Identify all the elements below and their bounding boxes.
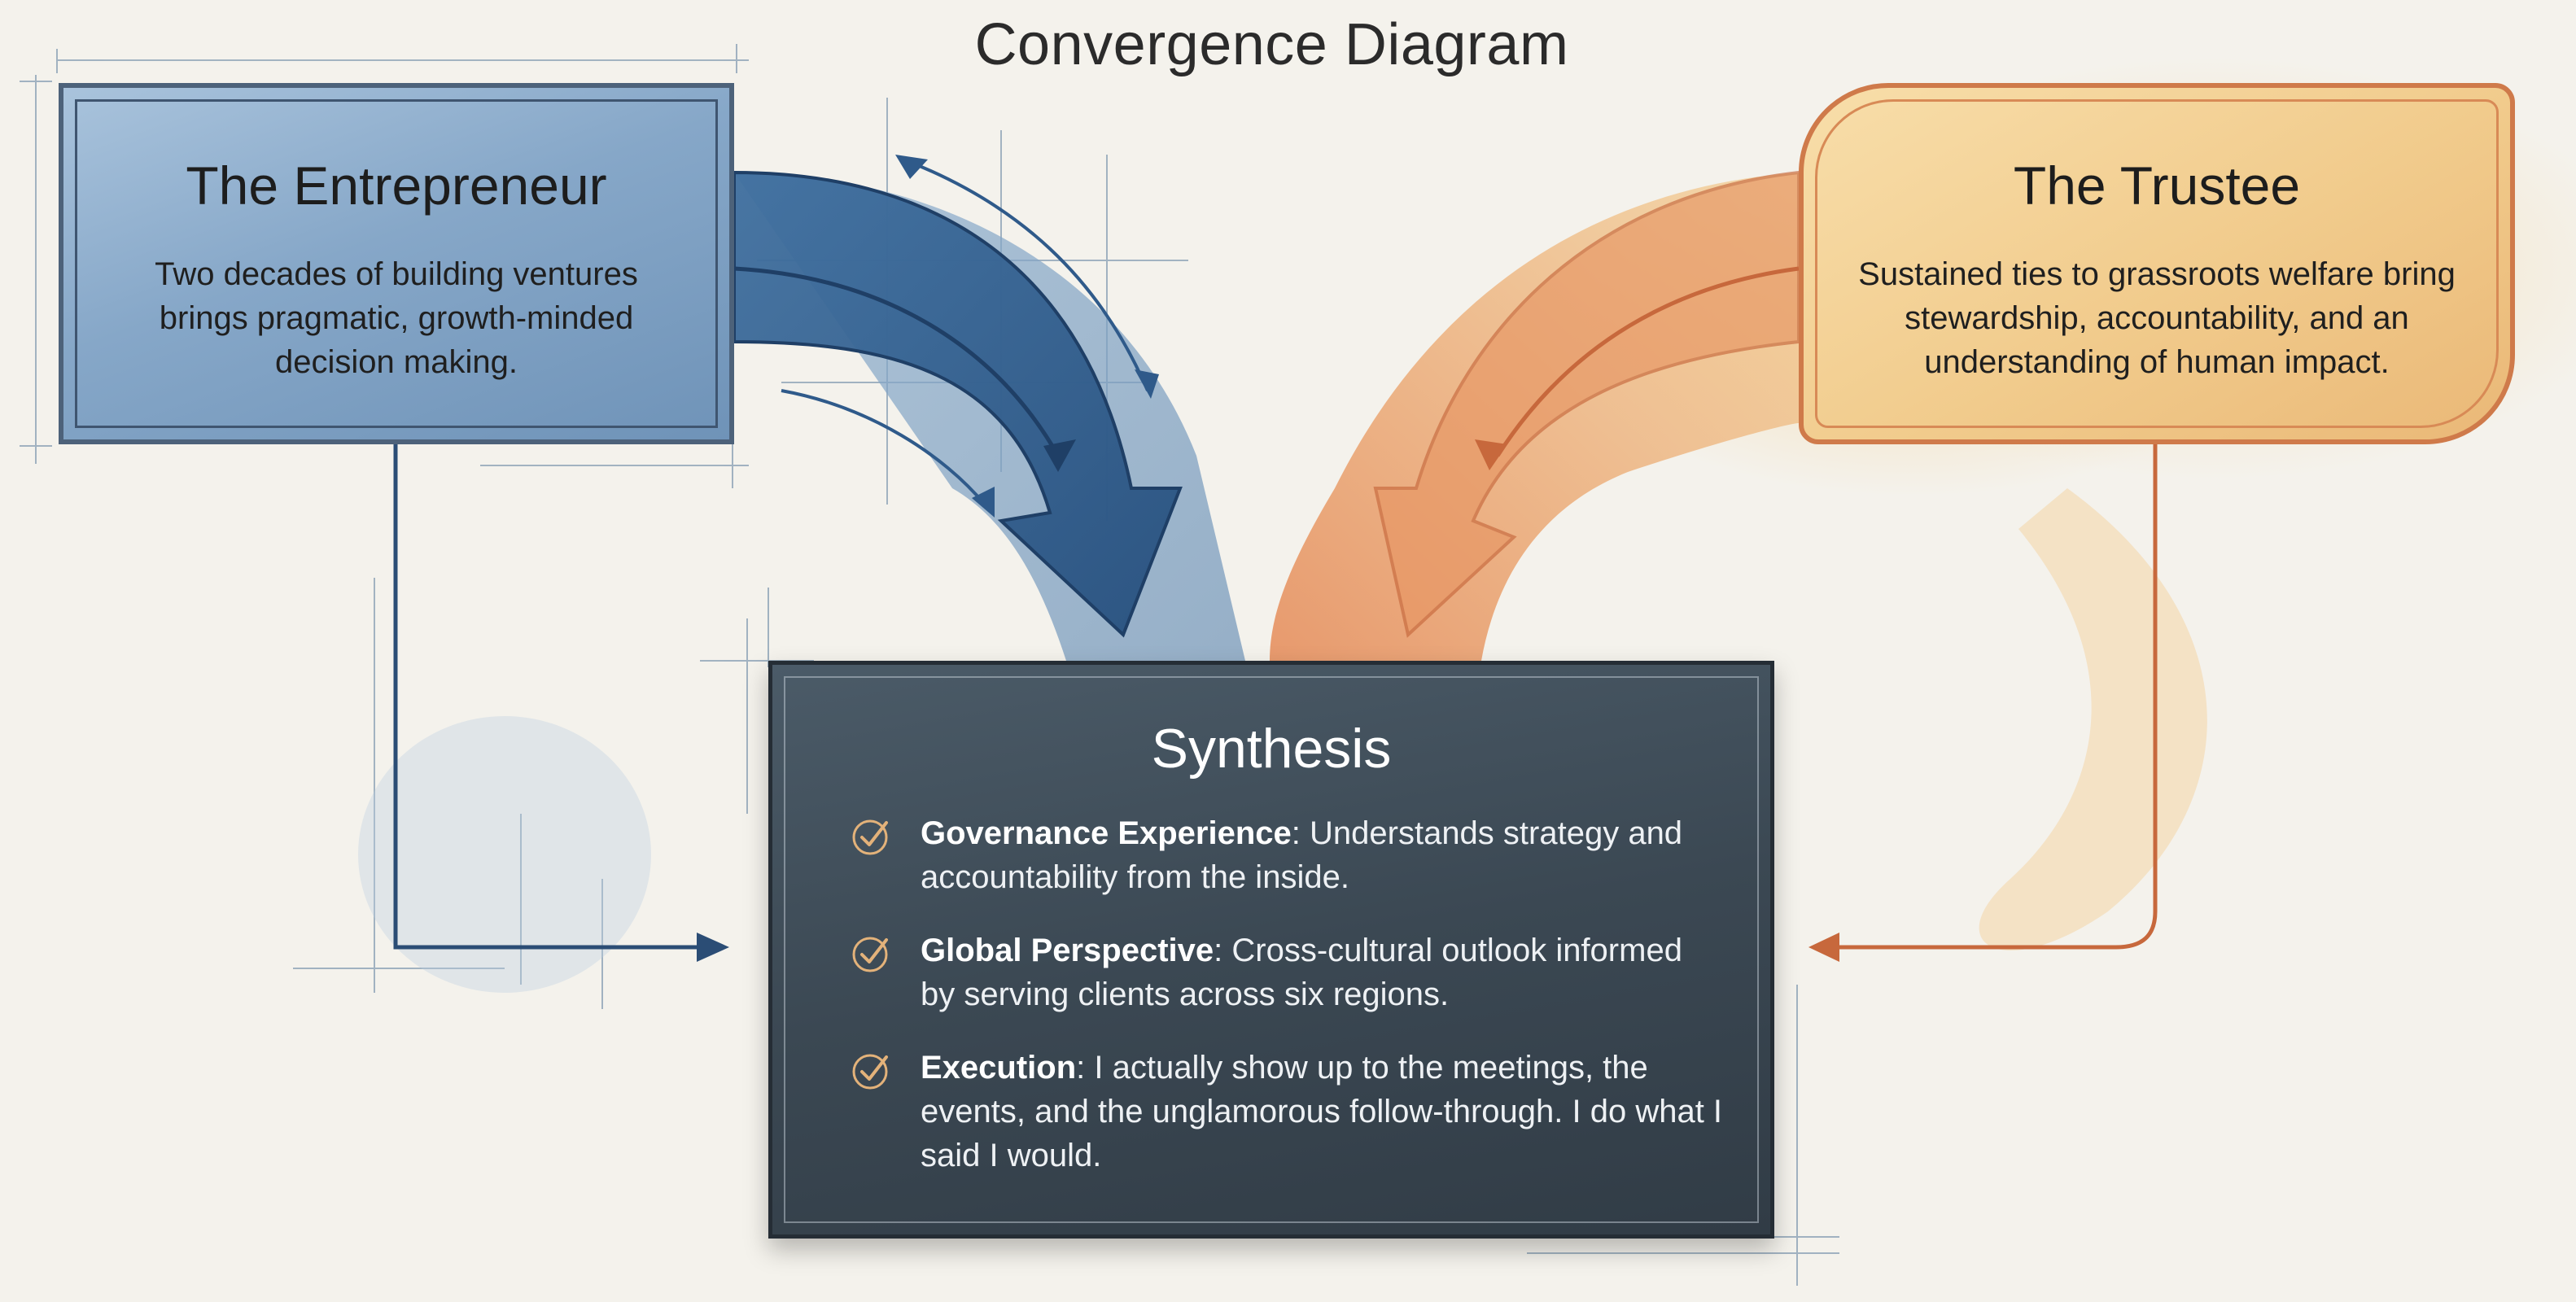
point-text: : I actually show up to the meetings, th…: [921, 1050, 1723, 1173]
synthesis-title: Synthesis: [1151, 718, 1392, 780]
check-circle-icon: [852, 1054, 888, 1090]
trustee-description: Sustained ties to grassroots welfare bri…: [1858, 256, 2456, 380]
synthesis-card: Synthesis Governance Experience: Underst…: [768, 661, 1774, 1239]
synthesis-points: Governance Experience: Understands strat…: [846, 811, 1725, 1207]
check-circle-icon: [852, 819, 888, 855]
point-label: Governance Experience: [921, 815, 1292, 851]
entrepreneur-description: Two decades of building ventures brings …: [155, 256, 638, 380]
diagram-title: Convergence Diagram: [974, 12, 1569, 77]
entrepreneur-connector: [393, 444, 729, 962]
trustee-card: The Trustee Sustained ties to grassroots…: [1799, 83, 2515, 444]
trustee-connector: [1808, 444, 2158, 962]
blue-wash: [358, 716, 651, 993]
trustee-title: The Trustee: [2013, 155, 2301, 216]
point-text: : Cross-cultural outlook informed by ser…: [921, 933, 1682, 1012]
synthesis-point-global: Global Perspective: Cross-cultural outlo…: [846, 928, 1725, 1016]
trustee-flow-arrows: [1270, 170, 1800, 661]
point-label: Global Perspective: [921, 933, 1214, 968]
entrepreneur-flow-arrows: [733, 155, 1245, 661]
check-circle-icon: [852, 937, 888, 972]
synthesis-point-execution: Execution: I actually show up to the mee…: [846, 1046, 1725, 1177]
entrepreneur-card: The Entrepreneur Two decades of building…: [59, 83, 734, 444]
synthesis-point-governance: Governance Experience: Understands strat…: [846, 811, 1725, 899]
point-label: Execution: [921, 1050, 1077, 1086]
entrepreneur-title: The Entrepreneur: [186, 155, 607, 216]
point-text: : Understands strategy and accountabilit…: [921, 815, 1683, 895]
